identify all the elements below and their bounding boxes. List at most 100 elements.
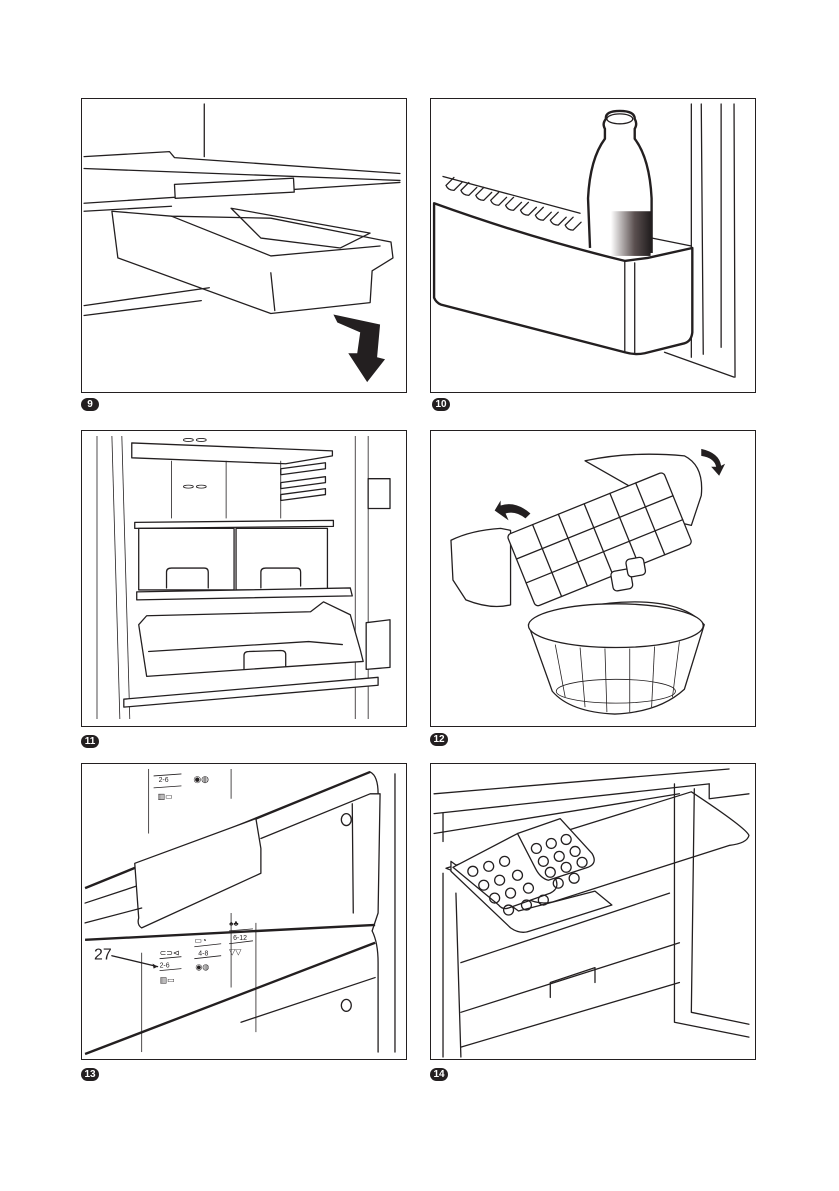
figure-9-number: 9 [81, 398, 99, 411]
tray-shelf-front [450, 860, 613, 933]
lower-drawer-line [240, 976, 376, 1023]
bottle [586, 109, 653, 253]
drawer-2-top [460, 942, 681, 1013]
bin-left-handle [165, 567, 209, 589]
bottle-mouth [606, 113, 634, 125]
vent-slats [445, 176, 582, 231]
down-arrow-icon [333, 314, 386, 383]
bowl-rim [527, 603, 704, 649]
door-bin-upper [367, 478, 391, 510]
glass-symbols: ▽▽ [229, 948, 242, 957]
drawer-handle [134, 817, 262, 929]
upper-range-label: 2-6 [159, 777, 169, 784]
bin-right [235, 527, 329, 591]
meat-symbols: ▭◔ [194, 936, 206, 945]
lower-shelf-2 [83, 299, 202, 317]
door-bin-lower [365, 619, 391, 671]
figure-10-number: 10 [432, 398, 450, 411]
symbol-group-upper: 2-6 ▥▭ ◉◍ [153, 773, 209, 801]
drawer-handle [549, 966, 596, 999]
drawer-top-edge [170, 215, 381, 257]
drawer-corner [270, 272, 276, 312]
shelf-back [650, 237, 692, 247]
upper-shelf [433, 783, 710, 815]
range-b-label: 4-8 [198, 951, 208, 958]
shelf-front-under [83, 205, 173, 212]
symbol-groups-lower: ⊂⊃⊲ 2-6 ▥▭ ▭◔ 4-8 ◉◍ ♠♣ 6-12 ▽▽ [159, 919, 253, 985]
figure-11-number: 11 [81, 735, 99, 748]
drawer-glass-edge [351, 803, 354, 914]
curved-arrow-left-icon [494, 500, 531, 521]
callout-arrowhead [152, 963, 158, 969]
ice-tray-right [516, 817, 595, 881]
round-symbols: ◉◍ [193, 774, 209, 784]
cabinet-left-3 [121, 435, 131, 720]
range-c-label: 6-12 [233, 935, 247, 942]
door-edge [673, 783, 750, 1038]
ice-tray-cells [467, 833, 588, 916]
vent-slot [183, 438, 194, 442]
figure-10-illustration [432, 103, 736, 378]
figure-11-illustration [96, 435, 391, 720]
figure-14-panel [430, 763, 756, 1060]
crisper-drawer [138, 601, 364, 677]
upper-edge [433, 768, 730, 795]
fish-symbols: ⊂⊃⊲ [160, 949, 180, 958]
drawer-knob [340, 813, 352, 827]
ice-cube [610, 568, 634, 592]
figure-12-panel [430, 430, 756, 727]
cabinet-left-2 [111, 435, 121, 720]
range-a-label: 2-6 [160, 963, 170, 970]
figure-9-illustration [83, 103, 401, 383]
drawer-body [111, 210, 394, 315]
top-shelf [131, 442, 334, 465]
figure-13-number: 13 [81, 1068, 99, 1081]
drawer-lid [230, 207, 371, 249]
door-racks [280, 462, 327, 502]
door-bottom [663, 351, 735, 378]
drawer-1-top [460, 892, 671, 964]
figure-12-number: 12 [430, 733, 448, 746]
drawer-3-top [460, 981, 681, 1048]
drawer-edge-left [84, 907, 143, 924]
drawer-corner [369, 771, 379, 795]
box-symbols: ▥▭ [160, 976, 175, 985]
round-symbols: ◉◍ [195, 963, 209, 972]
vent-slot [183, 484, 194, 489]
vent-slot [195, 484, 207, 489]
middle-shelf [134, 519, 335, 529]
figure-10-panel [430, 98, 756, 393]
callout-number: 27 [94, 947, 112, 964]
fruit-symbols: ♠♣ [229, 919, 238, 928]
door-bin [432, 202, 694, 356]
figure-12-illustration [450, 448, 726, 715]
figure-13-illustration: 2-6 ▥▭ ◉◍ ⊂⊃⊲ 2-6 ▥▭ ▭◔ 4-8 ◉◍ ♠♣ 6-12 [84, 768, 396, 1056]
shelf-line [83, 167, 401, 182]
door-top [708, 783, 750, 800]
figure-13-panel: 2-6 ▥▭ ◉◍ ⊂⊃⊲ 2-6 ▥▭ ▭◔ 4-8 ◉◍ ♠♣ 6-12 [81, 763, 407, 1060]
figure-14-number: 14 [430, 1068, 448, 1081]
door-frame-4 [733, 103, 736, 378]
bin-left [138, 527, 235, 591]
milk-fill [610, 211, 651, 256]
door-inner [690, 788, 750, 1025]
crisper-floor [148, 640, 343, 653]
vent-top [442, 175, 581, 214]
lower-drawer-knob [340, 998, 352, 1012]
shelf-back-edge [83, 150, 401, 175]
crisper-cover [136, 587, 353, 601]
rail [173, 177, 295, 199]
lower-shelf-1 [83, 287, 210, 307]
cabinet-left-inner [455, 892, 462, 1058]
bowl-ribs [554, 641, 680, 713]
figure-11-panel [81, 430, 407, 727]
figure-14-illustration [433, 768, 750, 1058]
curved-arrow-right-icon [701, 448, 726, 476]
crisper-handle [243, 649, 287, 671]
upper-shelf-2 [433, 793, 681, 835]
box-symbols: ▥▭ [158, 792, 173, 801]
ice-tray [507, 472, 692, 607]
bin-right-handle [260, 567, 302, 589]
callout-leader-line [111, 955, 159, 968]
door-frame-2 [700, 103, 704, 355]
